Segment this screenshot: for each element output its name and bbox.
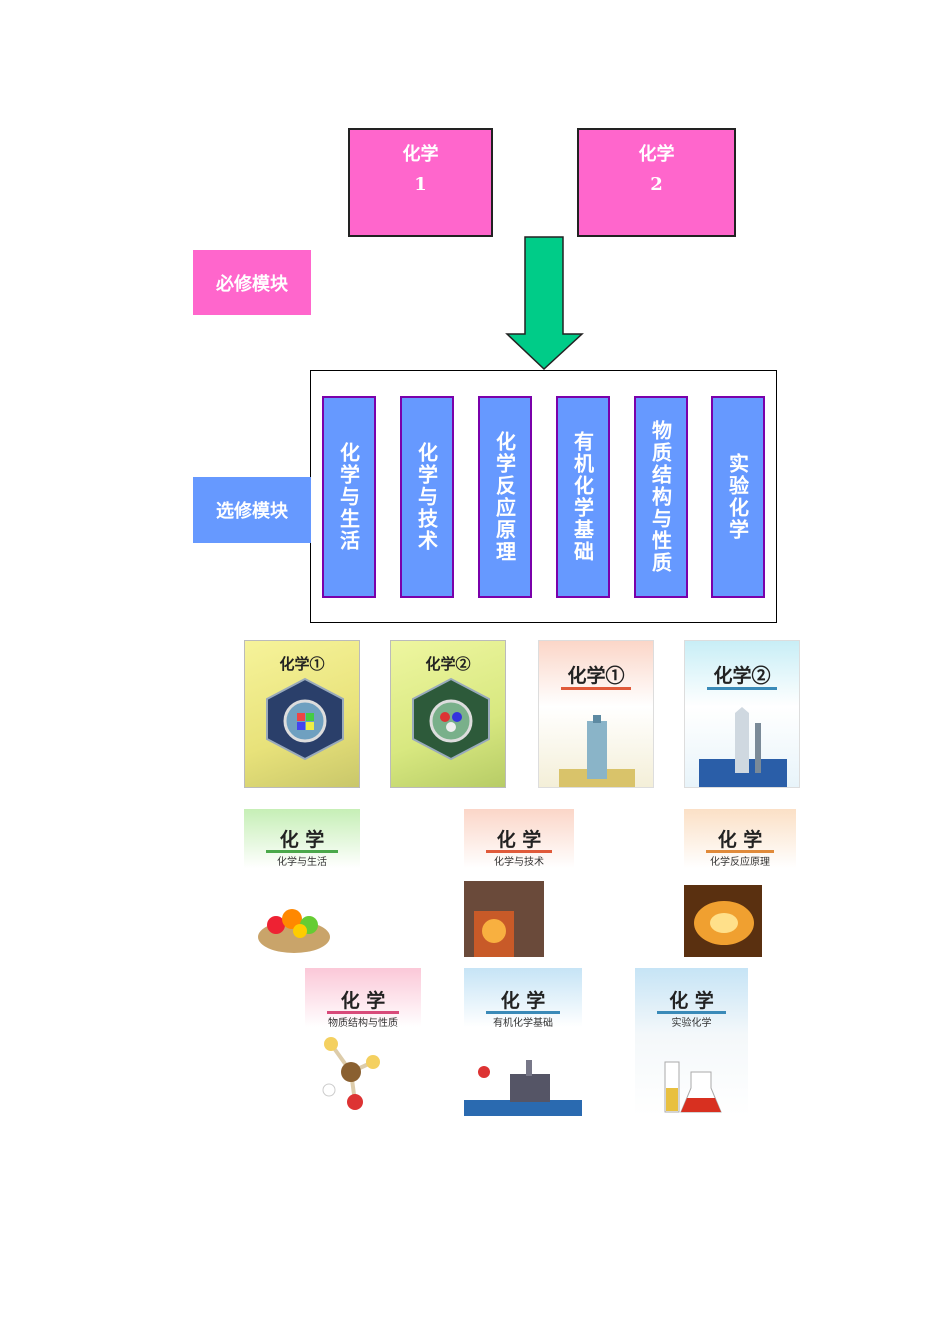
book-cover-title: 化 学 (500, 990, 546, 1012)
elective-modules-frame (310, 370, 777, 623)
book-cover-chem2-b: 化学② (684, 640, 800, 788)
book-cover-title: 化 学 (496, 829, 542, 851)
rocket-icon (699, 707, 787, 787)
elective-experimental-chem: 实验化学 (711, 396, 765, 598)
skyscraper-icon (559, 715, 635, 787)
book-cover-title: 化 学 (279, 829, 325, 851)
book-cover-experimental-chem: 化 学 实验化学 (635, 968, 748, 1116)
book-cover-chem-tech: 化 学 化学与技术 (464, 809, 574, 957)
book-cover-chem2-a: 化学② (390, 640, 506, 788)
elective-chem-life: 化学与生活 (322, 396, 376, 598)
elective-structure-properties-label: 物质结构与性质 (648, 420, 673, 574)
book-cover-subtitle: 有机化学基础 (493, 1018, 553, 1029)
book-cover-subtitle: 物质结构与性质 (328, 1018, 398, 1029)
book-cover-organic-basics: 化 学 有机化学基础 (464, 968, 582, 1116)
module-chem2-box: 化学 2 (577, 128, 736, 237)
book-cover-subtitle: 化学与生活 (277, 857, 327, 868)
book-cover-title: 化学② (425, 655, 471, 673)
book-cover-title: 化学① (567, 665, 625, 687)
book-cover-title: 化 学 (669, 990, 714, 1012)
oil-rig-icon (464, 1060, 582, 1116)
elective-organic-basics: 有机化学基础 (556, 396, 610, 598)
down-arrow-icon (505, 236, 584, 371)
module-chem1-title: 化学 (402, 144, 439, 165)
book-cover-subtitle: 实验化学 (671, 1018, 712, 1029)
elective-reaction-principles-label: 化学反应原理 (492, 431, 517, 563)
book-cover-title: 化 学 (340, 990, 386, 1012)
elective-chem-tech-label: 化学与技术 (414, 442, 439, 552)
book-cover-title: 化学② (713, 665, 771, 687)
required-modules-label: 必修模块 (193, 250, 311, 315)
module-chem2-number: 2 (650, 174, 663, 195)
elective-structure-properties: 物质结构与性质 (634, 396, 688, 598)
elective-experimental-chem-label: 实验化学 (725, 453, 750, 541)
module-chem2-title: 化学 (638, 144, 675, 165)
elective-chem-tech: 化学与技术 (400, 396, 454, 598)
book-cover-chem1-b: 化学① (538, 640, 654, 788)
book-cover-structure-properties: 化 学 物质结构与性质 (305, 968, 421, 1116)
book-cover-subtitle: 化学与技术 (494, 857, 544, 868)
elective-modules-label: 选修模块 (193, 477, 311, 543)
module-chem1-number: 1 (414, 174, 427, 195)
beaker-icon (664, 1061, 722, 1113)
molecule-model-icon (322, 1037, 380, 1110)
molecule-hexagon-icon (266, 677, 344, 761)
fruit-basket-icon (258, 909, 330, 953)
book-cover-chem1-a: 化学① (244, 640, 360, 788)
elective-reaction-principles: 化学反应原理 (478, 396, 532, 598)
module-chem1-box: 化学 1 (348, 128, 493, 237)
book-cover-title: 化 学 (717, 829, 763, 851)
book-cover-reaction-principles: 化 学 化学反应原理 (684, 809, 796, 957)
furnace-icon (464, 881, 544, 957)
book-cover-chem-life: 化 学 化学与生活 (244, 809, 360, 957)
molecule-hexagon-icon (412, 677, 490, 761)
book-cover-subtitle: 化学反应原理 (710, 857, 770, 868)
molten-metal-icon (684, 885, 762, 957)
elective-chem-life-label: 化学与生活 (336, 442, 361, 552)
book-cover-title: 化学① (279, 655, 325, 673)
elective-organic-basics-label: 有机化学基础 (570, 431, 595, 563)
